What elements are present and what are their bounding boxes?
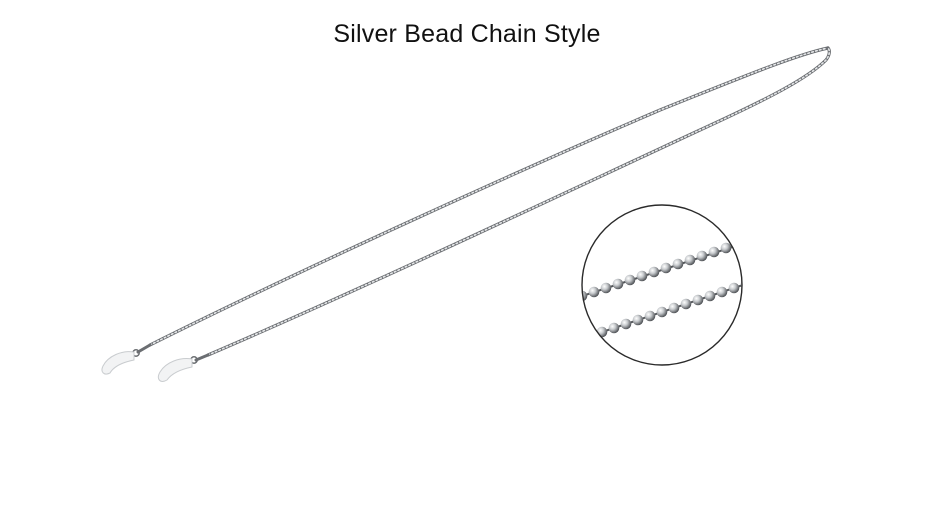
eyeglass-loop-left bbox=[101, 343, 152, 375]
bead-chain bbox=[148, 46, 831, 357]
chain-zoom-inset bbox=[581, 204, 743, 366]
eyeglass-loop-right bbox=[157, 353, 210, 382]
product-title: Silver Bead Chain Style bbox=[333, 20, 601, 48]
